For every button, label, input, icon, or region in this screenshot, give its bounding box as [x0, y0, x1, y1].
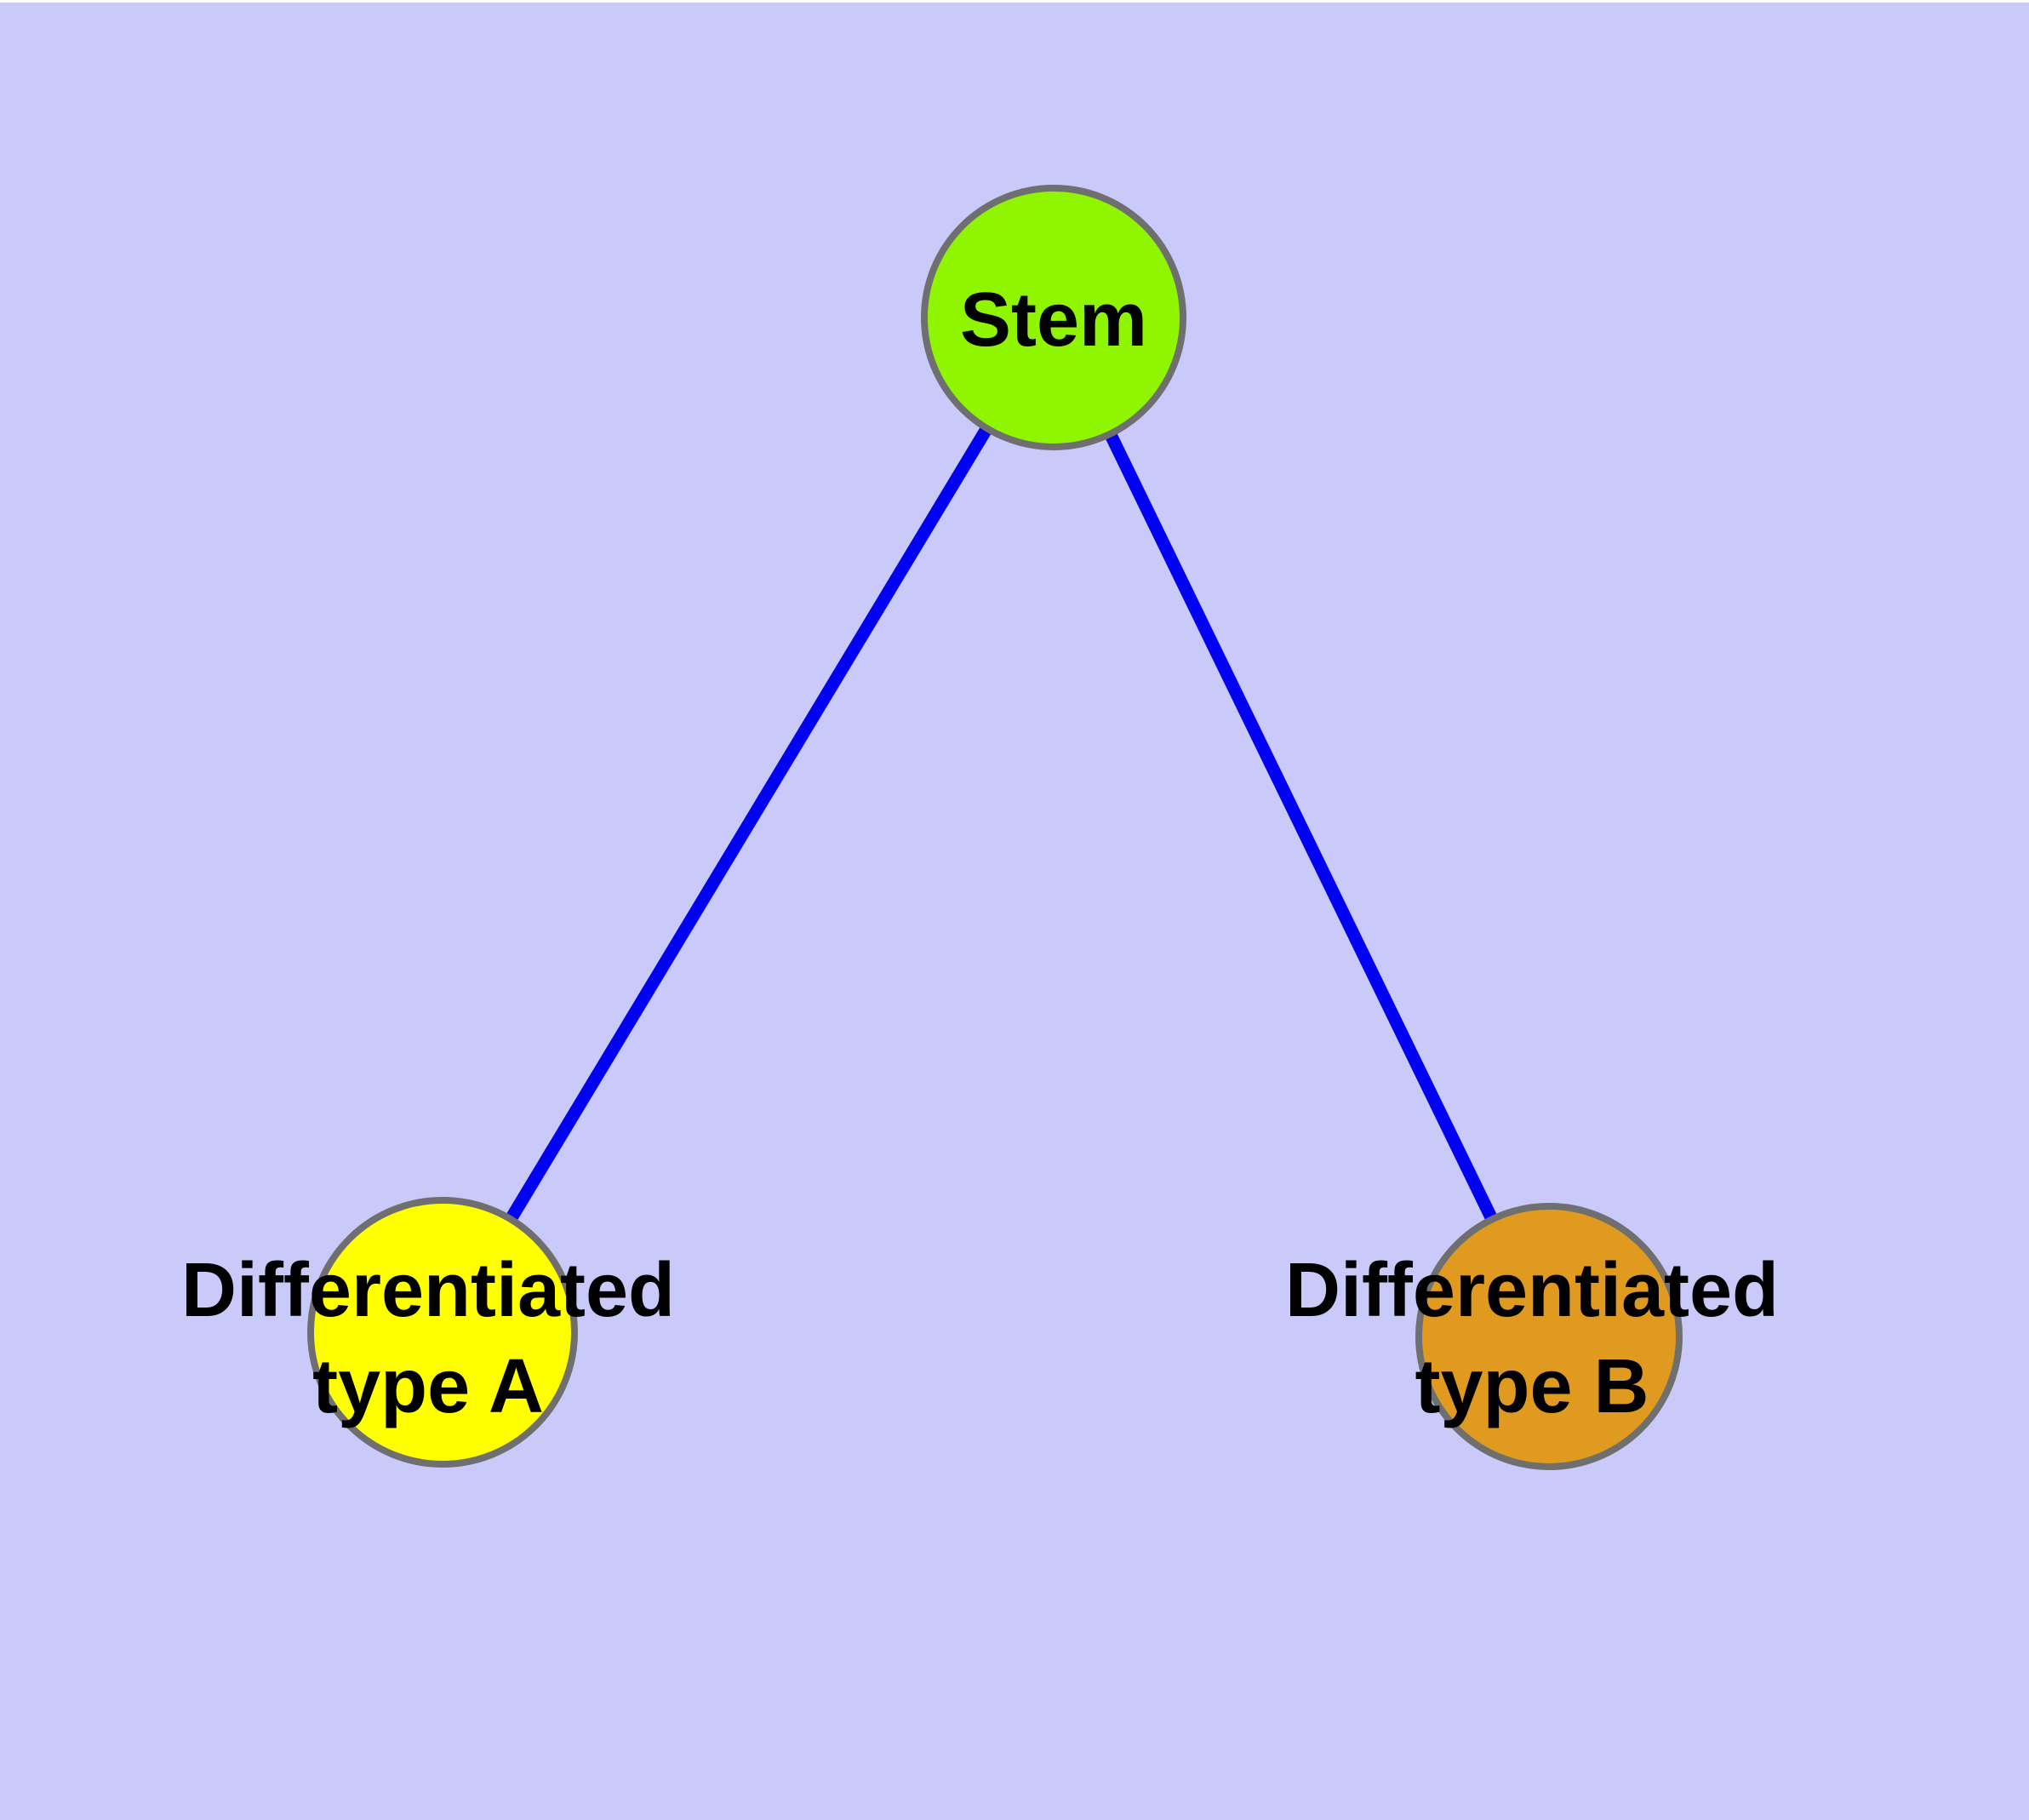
node-type-b-label-line1: Differentiated — [1285, 1248, 1779, 1333]
node-stem: Stem — [921, 185, 1186, 450]
node-type-a-label-line2: type A — [312, 1344, 544, 1429]
node-stem-circle — [921, 185, 1186, 450]
node-differentiated-type-a: Differentiated type A — [181, 1197, 675, 1468]
node-type-b-circle — [1415, 1203, 1683, 1470]
node-type-a-label-line1: Differentiated — [181, 1248, 675, 1333]
node-type-b-label-line2: type B — [1415, 1344, 1649, 1429]
edge-layer — [437, 314, 1555, 1340]
edge-stem-to-type-b — [1048, 314, 1555, 1340]
node-type-a-circle — [307, 1197, 578, 1468]
edge-stem-to-type-a — [437, 314, 1060, 1336]
node-differentiated-type-b: Differentiated type B — [1285, 1203, 1779, 1470]
top-margin-strip — [0, 0, 2029, 3]
node-stem-label: Stem — [960, 278, 1147, 363]
